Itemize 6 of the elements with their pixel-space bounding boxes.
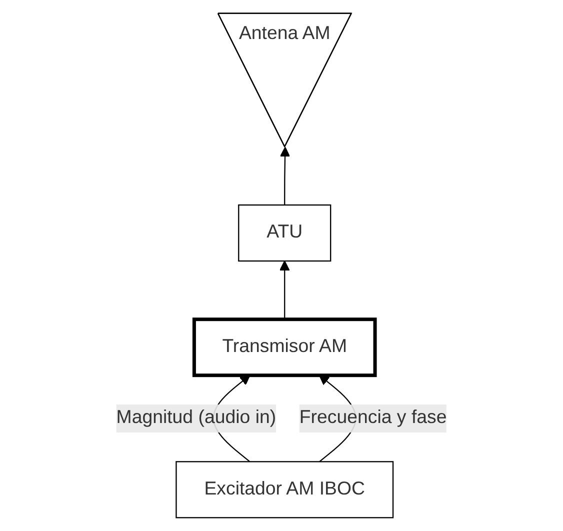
node-box <box>238 204 332 262</box>
arrow <box>279 260 290 320</box>
arrow <box>280 146 290 205</box>
node-box <box>176 461 394 518</box>
node-box <box>192 318 377 378</box>
block-diagram: Antena AM ATU Transmisor AM Magnitud (audio in) Frecuencia y fase Excitador AM IBOC <box>4 4 559 527</box>
